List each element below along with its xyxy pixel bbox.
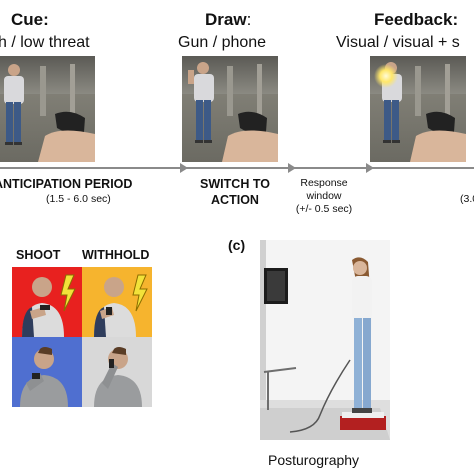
timeline-arrow <box>0 163 474 173</box>
withhold-column-header: WITHHOLD <box>82 248 150 262</box>
cue-subtitle: h / low threat <box>0 34 90 51</box>
phone-threat-person-image <box>94 274 148 337</box>
anticipation-period-duration: (1.5 - 6.0 sec) <box>46 193 111 205</box>
scene-strip <box>0 56 466 162</box>
withhold-phone-threat-cell <box>82 267 152 337</box>
nonthreat-person-image <box>20 347 68 407</box>
shoot-gun-cell <box>12 267 82 337</box>
posturography-photo <box>260 240 390 440</box>
shoot-column-header: SHOOT <box>16 248 61 262</box>
cue-scene-image <box>0 56 95 162</box>
withhold-phone-cell <box>82 337 152 407</box>
muzzle-flash <box>374 64 398 88</box>
draw-subtitle: Gun / phone <box>178 34 267 51</box>
draw-scene-image <box>182 56 278 162</box>
feedback-scene-image <box>370 56 466 162</box>
feedback-subtitle: Visual / visual + s <box>336 34 460 51</box>
draw-title: Draw: <box>205 10 252 29</box>
feedback-duration: (3.0 <box>460 193 474 205</box>
anticipation-period-label: ANTICIPATION PERIOD <box>0 177 133 191</box>
phone-person-image <box>94 347 142 407</box>
lightning-icon <box>132 274 148 312</box>
switch-to-action-label: SWITCH TO ACTION <box>200 177 270 207</box>
cue-title: Cue: <box>11 10 49 29</box>
response-window-label: Response window (+/- 0.5 sec) <box>295 177 353 215</box>
feedback-title: Feedback: <box>374 10 459 29</box>
posturography-caption: Posturography <box>268 452 360 468</box>
shoot-gun-nonthreat-cell <box>12 337 82 407</box>
panel-c-label: (c) <box>228 237 246 253</box>
threat-person-image <box>22 274 76 337</box>
lightning-icon <box>60 274 76 312</box>
